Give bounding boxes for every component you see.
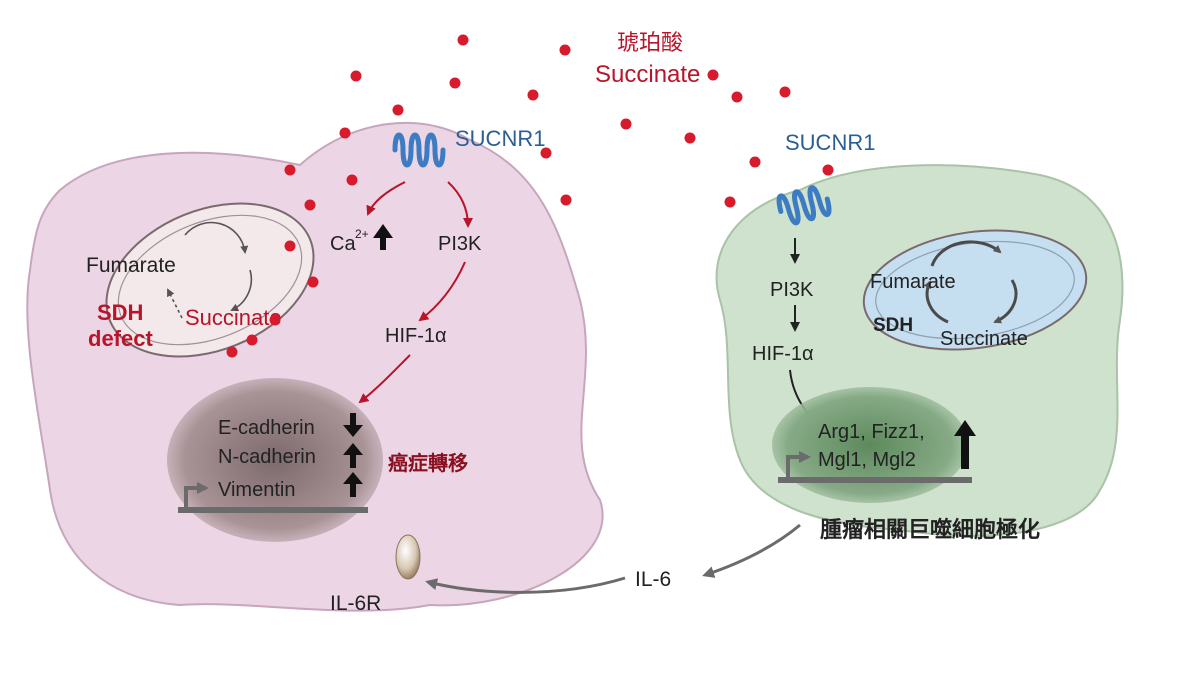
macrophage-promoter-icon xyxy=(778,451,972,483)
cancer-promoter-icon xyxy=(178,482,368,513)
macrophage-mitochondrion xyxy=(862,229,1088,351)
e-cadherin-down-arrow-icon xyxy=(343,413,363,437)
succinate-molecules xyxy=(226,34,834,358)
succinate-dot xyxy=(560,194,572,206)
succinate-title-en: Succinate xyxy=(595,61,700,88)
succinate-title-cjk: 琥珀酸 xyxy=(617,31,683,56)
succinate-dot xyxy=(284,164,296,176)
cancer-sucnr1-receptor-icon xyxy=(392,132,446,168)
succinate-dot xyxy=(284,240,296,252)
succinate-dot xyxy=(346,174,358,186)
succinate-dot xyxy=(527,89,539,101)
cancer-nucleus xyxy=(167,378,383,542)
il6-label: IL-6 xyxy=(635,568,671,591)
cancer-fumarate-label: Fumarate xyxy=(86,254,176,277)
succinate-dot xyxy=(684,132,696,144)
macrophage-nucleus xyxy=(772,387,968,503)
succinate-dot xyxy=(246,334,258,346)
cancer-sucnr1-label: SUCNR1 xyxy=(455,126,545,151)
cancer-metastasis-label: 癌症轉移 xyxy=(388,451,468,475)
n-cadherin-up-arrow-icon xyxy=(343,443,363,468)
succinate-dot xyxy=(269,314,281,326)
gene-vimentin: Vimentin xyxy=(218,479,295,501)
il6r-label: IL-6R xyxy=(330,592,381,615)
succinate-dot xyxy=(457,34,469,46)
succinate-dot xyxy=(350,70,362,82)
il6-secretion-arrow xyxy=(702,523,801,578)
defect-label: defect xyxy=(88,326,153,351)
cancer-succinate-label: Succinate xyxy=(185,305,282,330)
macrophage-succinate-label: Succinate xyxy=(940,328,1028,350)
succinate-dot xyxy=(392,104,404,116)
macrophage-genes-up-arrow-icon xyxy=(954,420,976,469)
succinate-dot xyxy=(304,199,316,211)
macrophage-sucnr1-receptor-icon xyxy=(776,185,832,226)
macrophage-fumarate-label: Fumarate xyxy=(870,271,956,293)
succinate-dot xyxy=(749,156,761,168)
vimentin-up-arrow-icon xyxy=(343,472,363,497)
succinate-dot xyxy=(307,276,319,288)
succinate-dot xyxy=(449,77,461,89)
calcium-up-arrow-icon xyxy=(373,224,393,250)
succinate-dot xyxy=(707,69,719,81)
succinate-dot xyxy=(339,127,351,139)
macrophage-genes-line1: Arg1, Fizz1, xyxy=(818,421,925,443)
succinate-dot xyxy=(540,147,552,159)
il6r-receptor-icon xyxy=(395,534,421,580)
succinate-dot xyxy=(226,346,238,358)
cancer-mitochondrion xyxy=(105,202,315,358)
gene-e-cadherin: E-cadherin xyxy=(218,417,315,439)
macrophage-pi3k-label: PI3K xyxy=(770,279,814,301)
gene-n-cadherin: N-cadherin xyxy=(218,446,316,468)
calcium-label: Ca xyxy=(330,233,356,255)
succinate-dot xyxy=(731,91,743,103)
macrophage-polarization-label: 腫瘤相關巨噬細胞極化 xyxy=(820,517,1040,543)
succinate-dot xyxy=(724,196,736,208)
cancer-pi3k-label: PI3K xyxy=(438,233,482,255)
macrophage-sdh-label: SDH xyxy=(873,315,913,336)
macrophage-hif-label: HIF-1α xyxy=(752,343,814,365)
cancer-cell-membrane xyxy=(26,121,604,612)
succinate-dot xyxy=(559,44,571,56)
macrophage-sucnr1-label: SUCNR1 xyxy=(785,130,875,155)
succinate-dot xyxy=(779,86,791,98)
succinate-dot xyxy=(822,164,834,176)
succinate-dot xyxy=(620,118,632,130)
il6-to-il6r-arrow xyxy=(425,576,626,594)
sdh-label: SDH xyxy=(97,300,143,325)
cancer-hif-label: HIF-1α xyxy=(385,325,447,347)
sdh-defect-dotted-arrow xyxy=(167,288,183,319)
calcium-superscript: 2+ xyxy=(355,227,369,241)
macrophage-genes-line2: Mgl1, Mgl2 xyxy=(818,449,916,471)
